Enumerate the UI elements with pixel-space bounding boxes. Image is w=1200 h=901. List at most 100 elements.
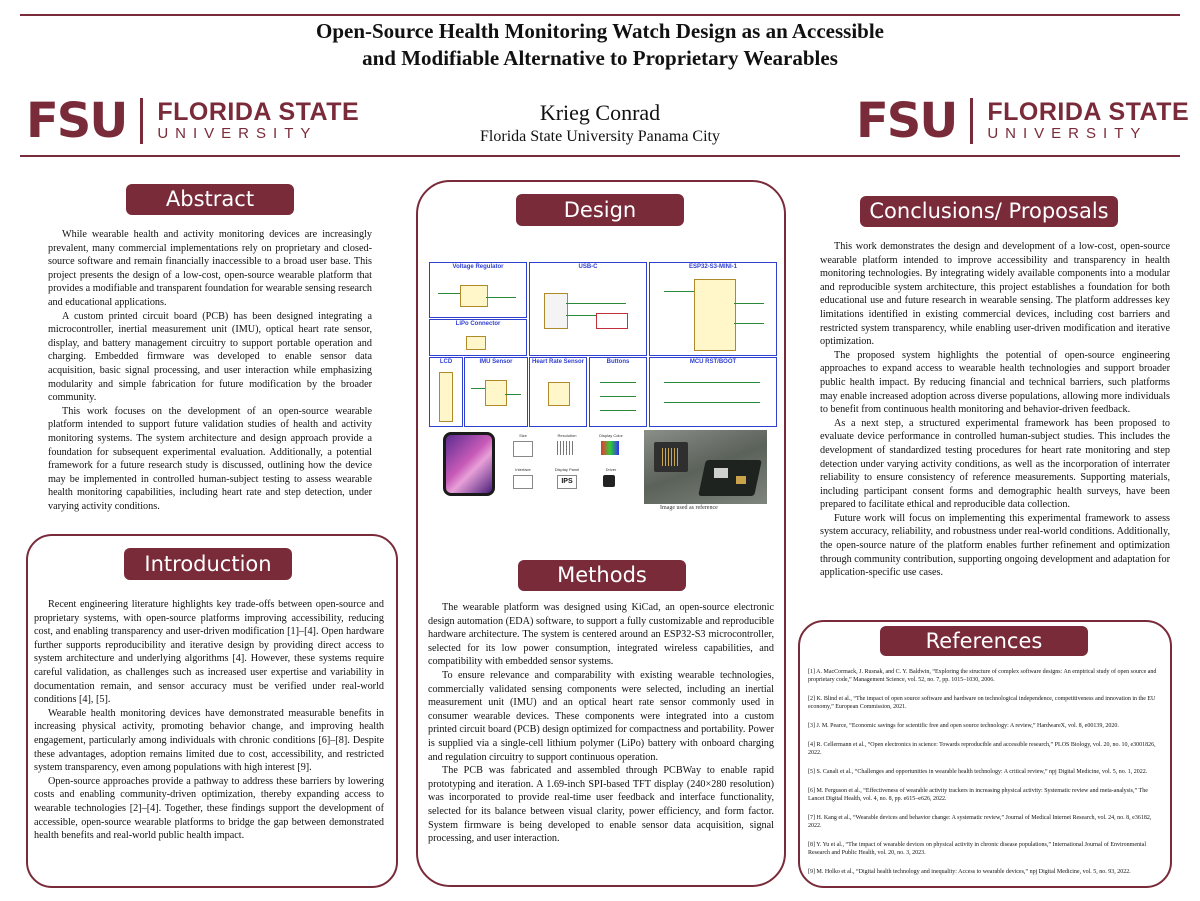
abstract-text: While wearable health and activity monit… bbox=[48, 228, 372, 513]
display-photo bbox=[443, 432, 495, 496]
spec-item: Display Color bbox=[599, 433, 623, 438]
poster-affiliation: Florida State University Panama City bbox=[480, 128, 720, 145]
lipo-connector bbox=[466, 336, 486, 350]
wire bbox=[486, 297, 516, 298]
logo-divider bbox=[140, 98, 144, 144]
wire bbox=[566, 303, 626, 304]
schematic-label: LiPo Connector bbox=[455, 321, 501, 327]
reference-item: [4] R. Cellermann et al., “Open electron… bbox=[808, 742, 1156, 756]
wire bbox=[600, 410, 636, 411]
conclusions-paragraph: The proposed system highlights the poten… bbox=[820, 349, 1170, 416]
conclusions-text: This work demonstrates the design and de… bbox=[820, 240, 1170, 580]
schematic-label: Voltage Regulator bbox=[452, 264, 504, 270]
references-panel bbox=[798, 620, 1172, 888]
poster-author: Krieg Conrad bbox=[539, 100, 661, 125]
reference-item: [9] M. Holko et al., “Digital health tec… bbox=[808, 869, 1131, 875]
header-rule bbox=[20, 155, 1180, 157]
schematic-label: Buttons bbox=[606, 359, 630, 365]
spec-panel-value: IPS bbox=[557, 475, 577, 489]
logo-line1: FLORIDA STATE bbox=[157, 98, 360, 126]
abstract-paragraph: A custom printed circuit board (PCB) has… bbox=[48, 310, 372, 404]
reference-item: [7] H. Kang et al., “Wearable devices an… bbox=[808, 815, 1152, 829]
introduction-paragraph: Wearable health monitoring devices have … bbox=[34, 707, 384, 774]
spec-interface-icon bbox=[513, 475, 533, 489]
fsu-logo-mark: FSU bbox=[26, 93, 128, 149]
reference-item: [6] M. Ferguson et al., “Effectiveness o… bbox=[808, 788, 1148, 802]
schematic-lipo-connector: LiPo Connector bbox=[429, 319, 527, 356]
schematic-lcd: LCD bbox=[429, 357, 463, 427]
logo-divider bbox=[970, 98, 974, 144]
spec-item: Interface bbox=[515, 467, 531, 472]
conclusions-paragraph: As a next step, a structured experimenta… bbox=[820, 417, 1170, 511]
usb-resistor-array bbox=[596, 313, 628, 329]
imu-chip bbox=[485, 380, 507, 406]
wire bbox=[505, 394, 521, 395]
schematic-label: LCD bbox=[439, 359, 453, 365]
wire bbox=[664, 382, 760, 383]
logo-line2: UNIVERSITY bbox=[987, 125, 1148, 142]
fsu-logo-mark: FSU bbox=[856, 93, 958, 149]
spec-color-icon bbox=[601, 441, 619, 455]
abstract-paragraph: While wearable health and activity monit… bbox=[48, 229, 372, 308]
abstract-paragraph: This work focuses on the development of … bbox=[48, 405, 372, 512]
wire bbox=[664, 402, 760, 403]
reference-item: [8] Y. Yu et al., “The impact of wearabl… bbox=[808, 842, 1147, 856]
wire bbox=[471, 388, 485, 389]
pcb-render-image bbox=[644, 430, 767, 504]
schematic-label: IMU Sensor bbox=[479, 359, 513, 365]
schematic-usb-c: USB-C bbox=[529, 262, 647, 356]
methods-paragraph: To ensure relevance and comparability wi… bbox=[428, 669, 774, 763]
introduction-paragraph: Open-source approaches provide a pathway… bbox=[34, 775, 384, 842]
methods-text: The wearable platform was designed using… bbox=[428, 601, 774, 846]
wire bbox=[600, 396, 636, 397]
conclusions-paragraph: This work demonstrates the design and de… bbox=[820, 241, 1170, 348]
wire bbox=[600, 382, 636, 383]
introduction-text: Recent engineering literature highlights… bbox=[34, 598, 384, 843]
spec-driver-icon bbox=[603, 475, 615, 487]
methods-paragraph: The wearable platform was designed using… bbox=[428, 602, 774, 668]
poster-title: Open-Source Health Monitoring Watch Desi… bbox=[316, 19, 884, 70]
regulator-chip bbox=[460, 285, 488, 307]
references-heading: References bbox=[880, 626, 1088, 656]
conclusions-heading: Conclusions/ Proposals bbox=[860, 196, 1118, 227]
schematic-esp32: ESP32-S3-MINI-1 bbox=[649, 262, 777, 356]
spec-size-icon bbox=[513, 441, 533, 457]
wire bbox=[734, 323, 764, 324]
schematic-label: MCU RST/BOOT bbox=[689, 359, 737, 365]
schematic-mcu-rst-boot: MCU RST/BOOT bbox=[649, 357, 777, 427]
image-caption: Image used as reference bbox=[660, 505, 718, 511]
introduction-heading: Introduction bbox=[124, 548, 292, 580]
esp32-module bbox=[694, 279, 736, 351]
heart-rate-chip bbox=[548, 382, 570, 406]
methods-paragraph: The PCB was fabricated and assembled thr… bbox=[428, 765, 774, 845]
spec-item: Size bbox=[519, 433, 527, 438]
reference-item: [5] S. Canali et al., “Challenges and op… bbox=[808, 769, 1148, 775]
top-rule bbox=[20, 14, 1180, 16]
spec-item: Resolution bbox=[557, 433, 577, 438]
schematic-heart-rate: Heart Rate Sensor bbox=[529, 357, 587, 427]
methods-heading: Methods bbox=[518, 560, 686, 591]
logo-line1: FLORIDA STATE bbox=[987, 98, 1190, 126]
logo-line2: UNIVERSITY bbox=[157, 125, 318, 142]
schematic-buttons: Buttons bbox=[589, 357, 647, 427]
conclusions-paragraph: Future work will focus on implementing t… bbox=[820, 512, 1170, 579]
abstract-heading: Abstract bbox=[126, 184, 294, 215]
introduction-paragraph: Recent engineering literature highlights… bbox=[34, 599, 384, 706]
schematic-imu: IMU Sensor bbox=[464, 357, 528, 427]
spec-item: Display Panel bbox=[554, 467, 580, 472]
references-list: [1] A. MacCormack, J. Rusnak, and C. Y. … bbox=[808, 668, 1158, 887]
reference-item: [1] A. MacCormack, J. Rusnak, and C. Y. … bbox=[808, 669, 1157, 683]
design-heading: Design bbox=[516, 194, 684, 226]
schematic-label: ESP32-S3-MINI-1 bbox=[688, 264, 737, 270]
fsu-logo-right: FSU FLORIDA STATE UNIVERSITY bbox=[856, 96, 1189, 146]
fsu-logo-left: FSU FLORIDA STATE UNIVERSITY bbox=[26, 96, 359, 146]
reference-item: [2] K. Blind et al., “The impact of open… bbox=[808, 696, 1156, 710]
wire bbox=[734, 303, 764, 304]
schematic-label: USB-C bbox=[578, 264, 598, 270]
display-spec-grid: Size Resolution Display Color Interface … bbox=[503, 433, 633, 501]
introduction-panel bbox=[26, 534, 398, 888]
schematic-voltage-regulator: Voltage Regulator bbox=[429, 262, 527, 318]
schematic-label: Heart Rate Sensor bbox=[531, 359, 585, 365]
spec-item: Driver bbox=[605, 467, 617, 472]
lcd-connector bbox=[439, 372, 453, 422]
